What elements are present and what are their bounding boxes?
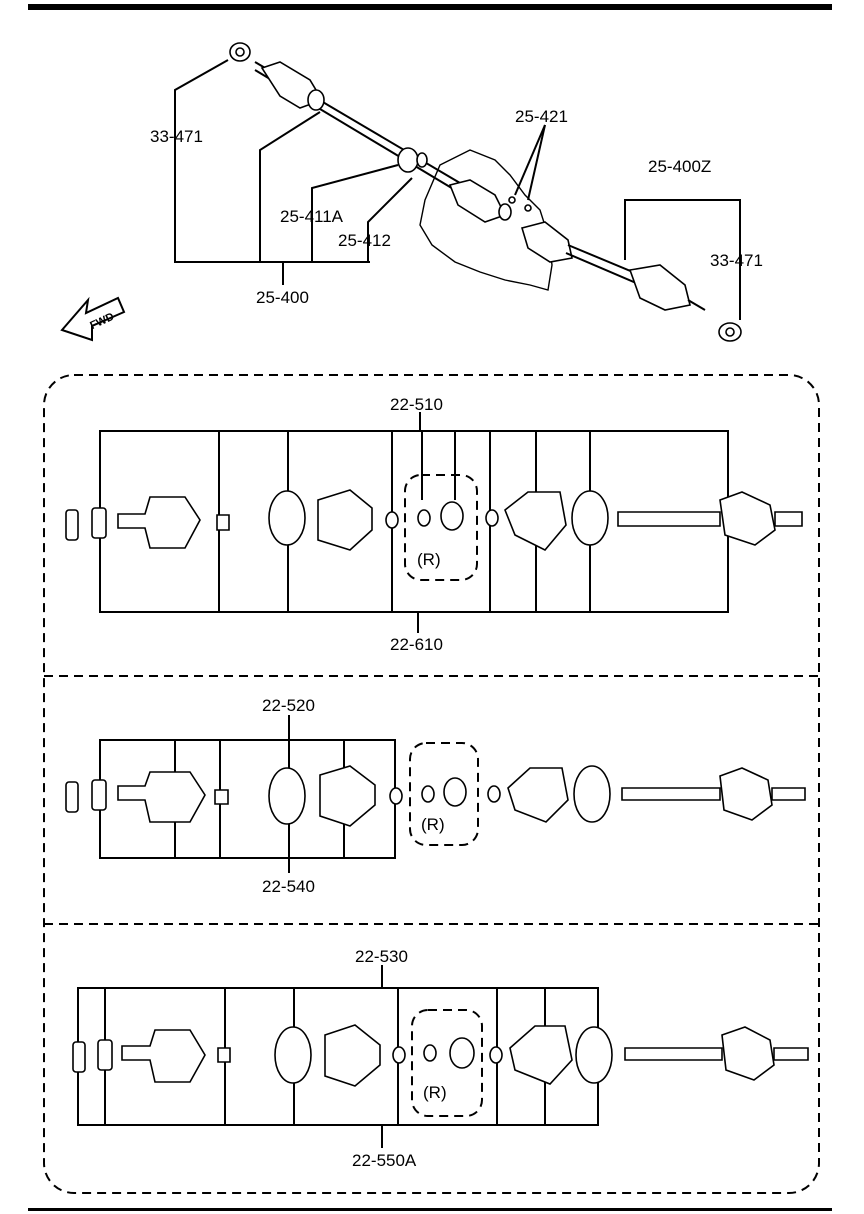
group3-top-label: 22-530 xyxy=(355,947,408,966)
label-clip: 25-421 xyxy=(515,107,568,126)
svg-text:(R): (R) xyxy=(417,550,441,569)
inner-boot-icon xyxy=(507,767,569,823)
group1-bottom-label: 22-610 xyxy=(390,635,443,654)
group1-top-label: 22-510 xyxy=(390,395,443,414)
left-inner-boot-icon xyxy=(448,179,507,223)
outer-cv-icon xyxy=(719,491,776,546)
boot-icon xyxy=(324,1024,381,1087)
right-outer-boot-icon xyxy=(628,264,691,311)
bolt-icon xyxy=(65,509,79,541)
bearing-icon xyxy=(449,1037,475,1069)
bearing-icon xyxy=(440,501,464,531)
transmission-outline xyxy=(419,149,553,291)
label-shaft-assy-rh: 25-400Z xyxy=(648,157,711,176)
bolt-icon xyxy=(65,781,79,813)
boot-band-icon xyxy=(268,490,306,546)
center-bearing-icon xyxy=(397,147,419,173)
svg-text:(R): (R) xyxy=(421,815,445,834)
right-inner-boot-icon xyxy=(520,221,573,263)
bolt-icon xyxy=(97,1039,113,1071)
boot-band-icon xyxy=(268,767,306,825)
clip-icon xyxy=(508,196,516,204)
svg-text:(R): (R) xyxy=(423,1083,447,1102)
detail-frame xyxy=(43,374,820,1194)
label-bolt-nut-right: 33-471 xyxy=(710,251,763,270)
boot-icon xyxy=(319,765,376,827)
bolt-icon xyxy=(91,507,107,539)
overview-assembly: 33-471 25-400 25-411A 25-412 25-421 25-4… xyxy=(60,42,763,342)
label-bearing-a: 25-411A xyxy=(280,207,344,226)
detail-group-3: (R) 22-530 22-550A xyxy=(72,947,809,1170)
bearing-icon xyxy=(443,777,467,807)
boot-band-icon xyxy=(274,1026,312,1084)
top-rule xyxy=(28,4,832,10)
detail-group-1: (R) 22-510 22-610 xyxy=(65,395,803,654)
boot-icon xyxy=(317,489,373,551)
bolt-icon xyxy=(72,1041,86,1073)
option-box-3 xyxy=(411,1009,483,1117)
option-box-2 xyxy=(409,742,479,846)
group2-top-label: 22-520 xyxy=(262,696,315,715)
group3-bottom-label: 22-550A xyxy=(352,1151,417,1170)
group2-bottom-label: 22-540 xyxy=(262,877,315,896)
inner-boot-icon xyxy=(509,1025,573,1085)
shaft-icon xyxy=(621,787,721,801)
outer-joint-icon xyxy=(117,771,206,823)
shaft-icon xyxy=(624,1047,723,1061)
bottom-rule xyxy=(28,1208,832,1211)
fwd-arrow-icon: FWD xyxy=(60,296,126,342)
bolt-icon xyxy=(91,779,107,811)
outer-cv-icon xyxy=(719,767,773,821)
outer-joint-icon xyxy=(117,496,201,549)
inner-boot-icon xyxy=(504,491,567,551)
snap-ring-icon xyxy=(216,514,230,531)
outer-joint-icon xyxy=(121,1029,206,1083)
label-shaft-assy: 25-400 xyxy=(256,288,309,307)
detail-group-2: (R) 22-520 22-540 xyxy=(65,696,806,896)
clip-icon xyxy=(385,511,399,529)
option-box-1 xyxy=(404,474,478,581)
label-bolt-nut-left: 33-471 xyxy=(150,127,203,146)
right-shaft xyxy=(567,244,641,276)
label-bearing-b: 25-412 xyxy=(338,231,391,250)
fwd-label: FWD xyxy=(88,311,116,332)
outer-cv-icon xyxy=(721,1026,775,1081)
shaft-icon xyxy=(617,511,721,527)
